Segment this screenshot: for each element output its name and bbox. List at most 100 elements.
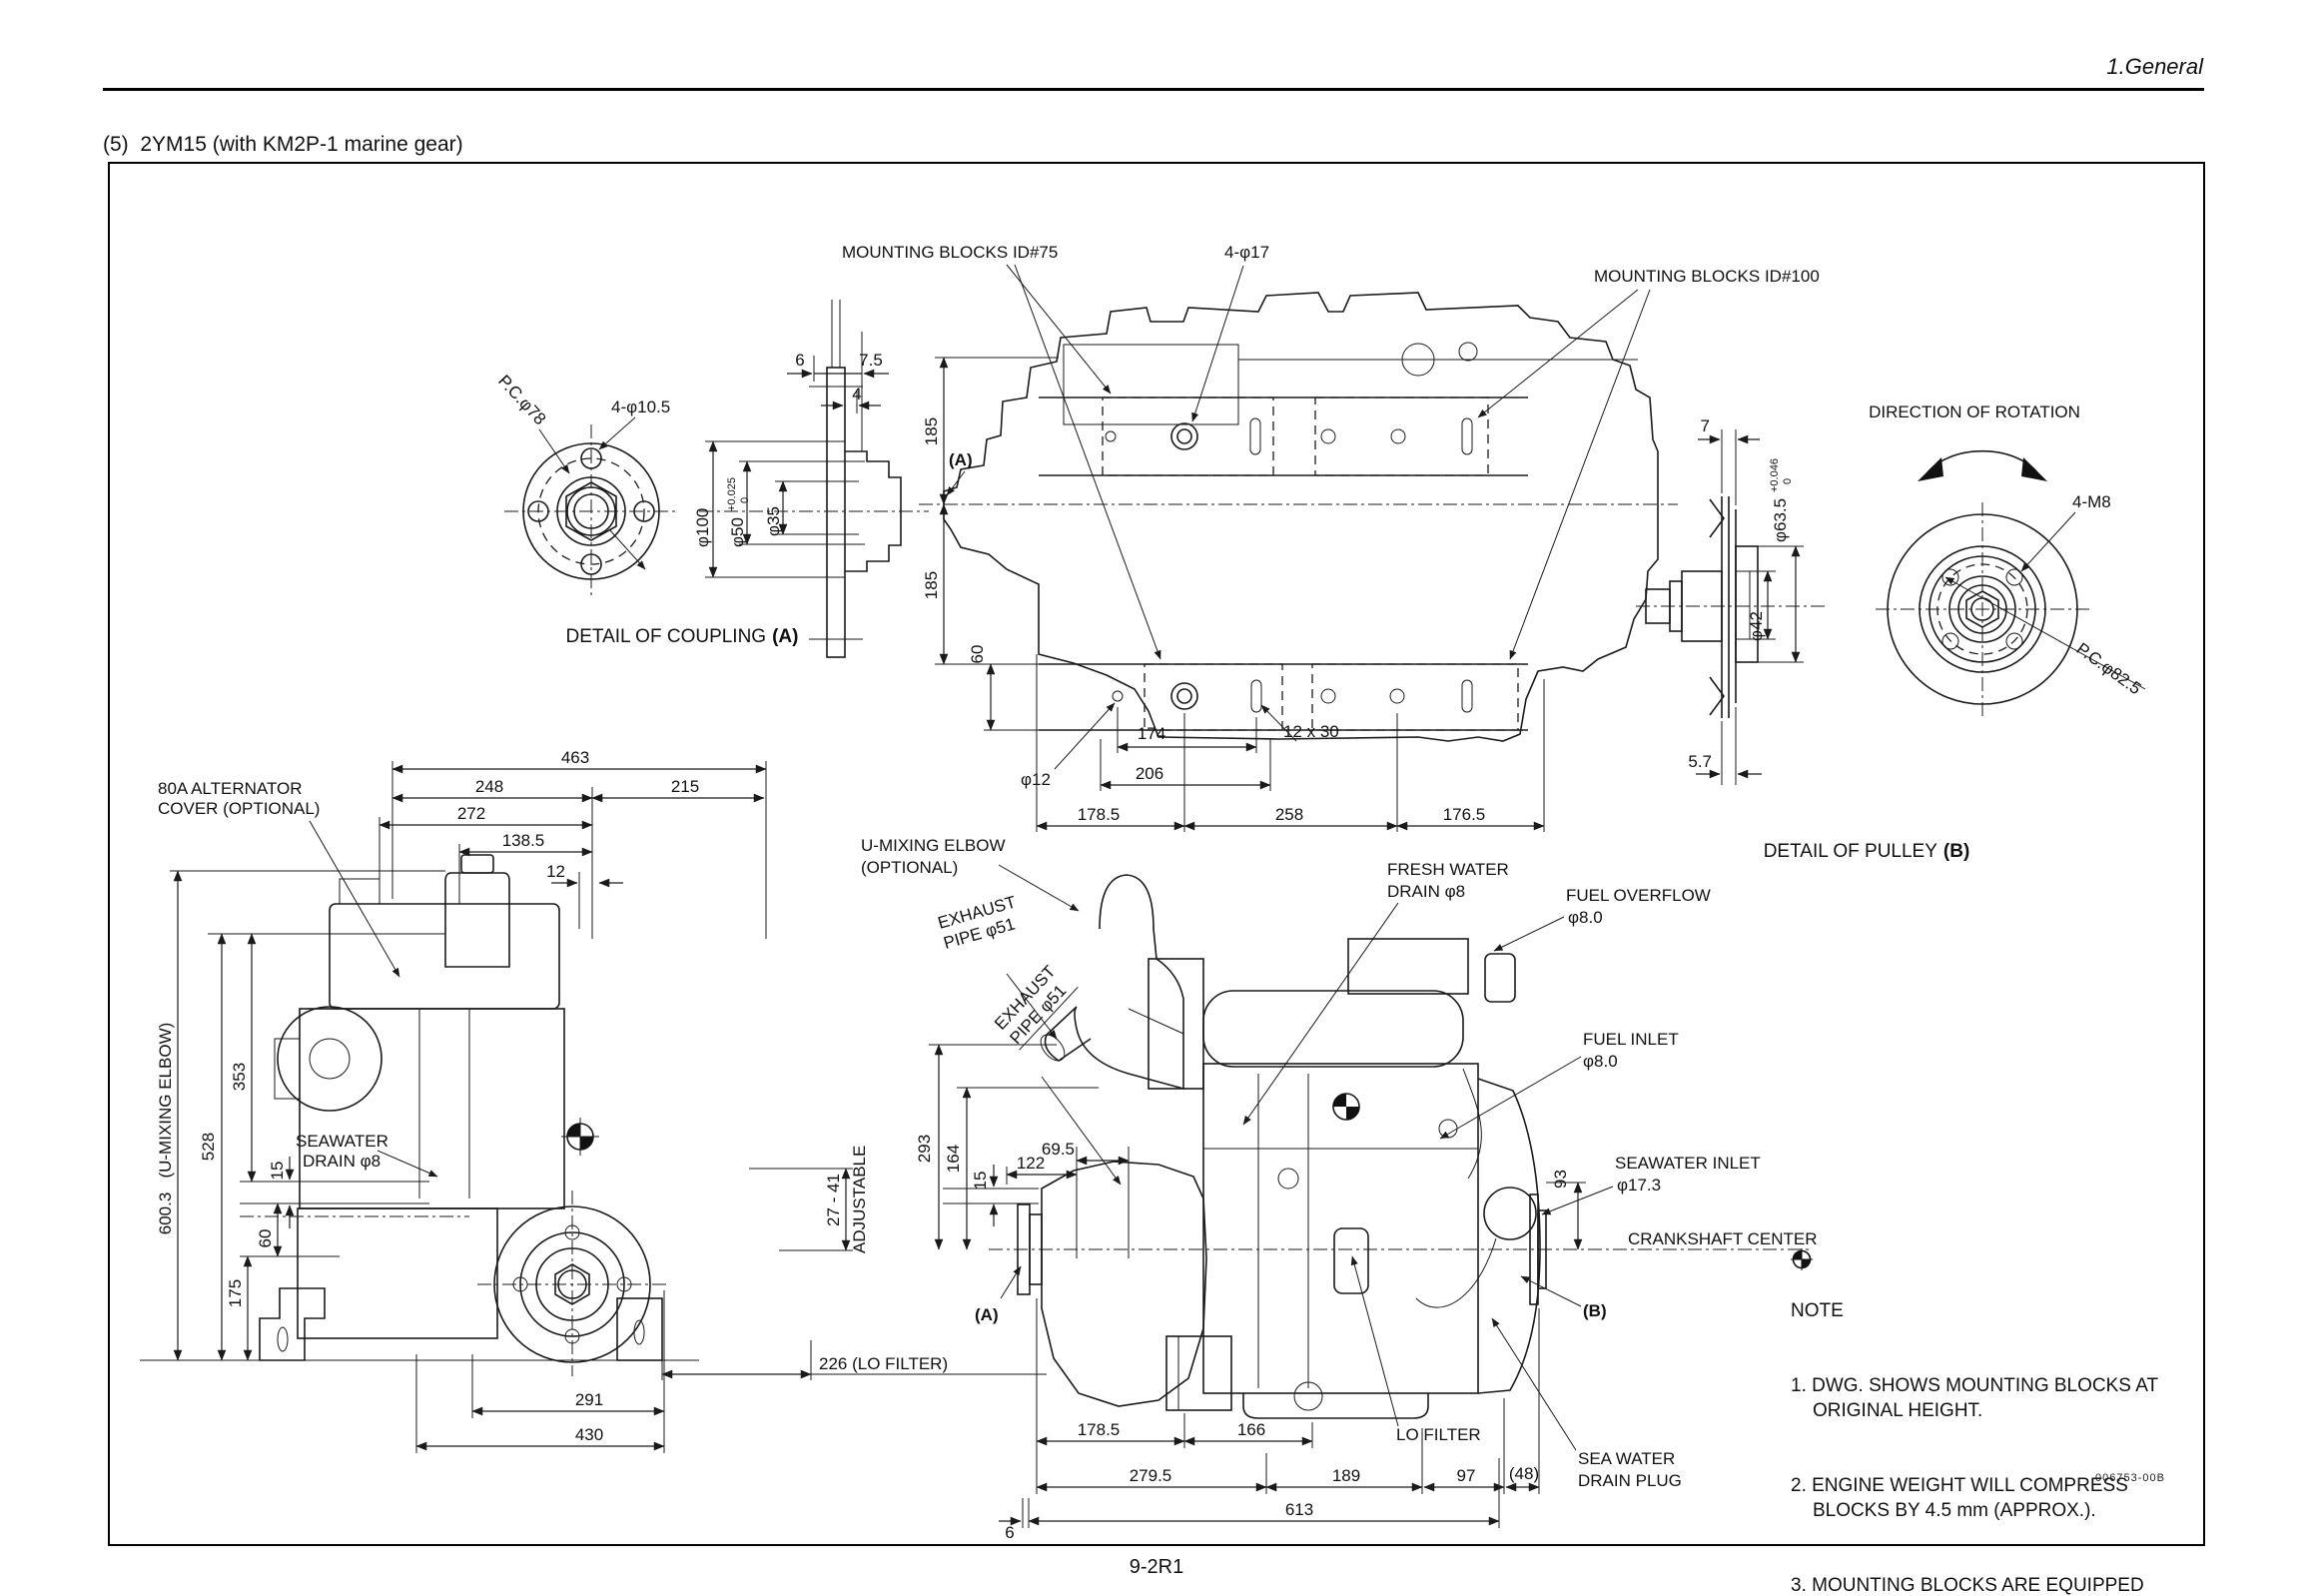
front-dim-175: 175 xyxy=(226,1279,245,1307)
lo-filter-label: LO FILTER xyxy=(1396,1425,1481,1444)
side-dim-6: 6 xyxy=(1005,1523,1014,1542)
front-dim-430: 430 xyxy=(575,1425,603,1444)
fuel-inlet-label-2: φ8.0 xyxy=(1583,1052,1618,1071)
side-dim-164: 164 xyxy=(944,1145,963,1173)
direction-of-rotation-label: DIRECTION OF ROTATION xyxy=(1869,402,2080,421)
coupling-front-view: P.C.φ78 4-φ10.5 xyxy=(494,372,678,598)
crankshaft-center-label: CRANKSHAFT CENTER xyxy=(1628,1229,1818,1248)
pulley-dim-63-5: φ63.5 xyxy=(1771,498,1790,542)
side-dim-97: 97 xyxy=(1457,1466,1476,1485)
plan-dim-258: 258 xyxy=(1275,805,1303,824)
alternator-label-1: 80A ALTERNATOR xyxy=(158,779,303,798)
sea-water-drain-plug-label-2: DRAIN PLUG xyxy=(1578,1471,1682,1490)
center-of-gravity-icon xyxy=(1791,1248,1813,1270)
plan-dim-174: 174 xyxy=(1138,724,1165,743)
pulley-caption: DETAIL OF PULLEY(B) xyxy=(1764,841,1970,862)
drawing-frame xyxy=(108,162,2205,1546)
front-dim-226-lo-filter: 226 (LO FILTER) xyxy=(819,1354,948,1373)
seawater-inlet-label-2: φ17.3 xyxy=(1617,1176,1661,1195)
pulley-dim-63-tol-u: +0.046 xyxy=(1769,458,1781,492)
drawing-number: 006753-00B xyxy=(2095,1472,2165,1484)
engine-plan-view: MOUNTING BLOCKS ID#75 4-φ17 MOUNTING BLO… xyxy=(842,243,1820,832)
side-dim-178-5: 178.5 xyxy=(1078,1420,1121,1439)
front-dim-272: 272 xyxy=(457,804,485,823)
side-dim-613: 613 xyxy=(1285,1500,1313,1519)
plan-dim-185a: 185 xyxy=(922,417,941,445)
pulley-dim-63-tol-l: 0 xyxy=(1782,478,1794,484)
front-dim-528: 528 xyxy=(199,1133,218,1161)
side-dim-69-5: 69.5 xyxy=(1042,1140,1075,1159)
side-dim-93: 93 xyxy=(1551,1170,1570,1189)
plan-dim-206: 206 xyxy=(1136,764,1163,783)
center-of-gravity-symbol xyxy=(561,1118,599,1156)
side-ref-b: (B) xyxy=(1583,1301,1607,1320)
coupling-dim-100: φ100 xyxy=(693,508,712,547)
front-adjustable-label: ADJUSTABLE xyxy=(850,1146,869,1253)
plan-dim-185b: 185 xyxy=(922,571,941,599)
fuel-overflow-label-2: φ8.0 xyxy=(1568,908,1603,927)
plan-dim-178-5: 178.5 xyxy=(1078,805,1121,824)
front-dim-60: 60 xyxy=(256,1229,275,1248)
plan-dim-phi12: φ12 xyxy=(1021,770,1051,789)
fuel-inlet-label-1: FUEL INLET xyxy=(1583,1030,1679,1049)
front-dim-291: 291 xyxy=(575,1390,603,1409)
front-dim-353: 353 xyxy=(230,1063,249,1091)
side-dim-279-5: 279.5 xyxy=(1130,1466,1172,1485)
side-dim-122: 122 xyxy=(1017,1154,1045,1173)
coupling-caption: DETAIL OF COUPLING(A) xyxy=(566,626,799,647)
coupling-pc-label: P.C.φ78 xyxy=(494,372,549,428)
side-dim-293: 293 xyxy=(915,1135,934,1163)
side-dim-189: 189 xyxy=(1332,1466,1360,1485)
pulley-front-view: DIRECTION OF ROTATION 4-M8 P.C.φ82.5 DET… xyxy=(1764,402,2146,862)
side-ref-a: (A) xyxy=(975,1305,999,1324)
plan-ref-a: (A) xyxy=(949,450,973,469)
pulley-dim-42: φ42 xyxy=(1747,611,1766,641)
front-dim-600-3: 600.3 (U-MIXING ELBOW) xyxy=(156,1023,175,1235)
mounting-blocks-75-label: MOUNTING BLOCKS ID#75 xyxy=(842,243,1058,262)
coupling-holes-label: 4-φ10.5 xyxy=(611,398,670,416)
seawater-drain-label-1: SEAWATER xyxy=(296,1132,388,1151)
sea-water-drain-plug-label-1: SEA WATER xyxy=(1578,1449,1675,1468)
alternator-label-2: COVER (OPTIONAL) xyxy=(158,799,320,818)
front-dim-215: 215 xyxy=(671,777,699,796)
coupling-dim-50-tol-u: +0.025 xyxy=(726,477,738,511)
note-item-3: 3. MOUNTING BLOCKS ARE EQUIPPEDFOR STAND… xyxy=(1791,1575,2144,1596)
front-dim-138-5: 138.5 xyxy=(502,831,545,850)
fresh-water-drain-label-1: FRESH WATER xyxy=(1387,860,1509,879)
engine-front-view: 80A ALTERNATOR COVER (OPTIONAL) SEAWATER… xyxy=(140,748,1047,1453)
header-rule xyxy=(103,88,2204,91)
front-dim-12: 12 xyxy=(546,862,565,881)
coupling-dim-6: 6 xyxy=(795,351,804,370)
side-dim-48: (48) xyxy=(1509,1464,1539,1483)
u-mixing-elbow-label-1: U-MIXING ELBOW xyxy=(861,836,1006,855)
coupling-dim-7-5: 7.5 xyxy=(859,351,883,370)
seawater-inlet-label-1: SEAWATER INLET xyxy=(1615,1154,1761,1173)
fresh-water-drain-label-2: DRAIN φ8 xyxy=(1387,882,1465,901)
coupling-dim-50-tol-l: 0 xyxy=(739,497,751,503)
u-mixing-elbow-label-2: (OPTIONAL) xyxy=(861,858,958,877)
plan-dim-slot: 12 x 30 xyxy=(1283,722,1339,741)
front-dim-248: 248 xyxy=(475,777,503,796)
chapter-header: 1.General xyxy=(2106,54,2203,79)
pulley-bolts-label: 4-M8 xyxy=(2072,492,2111,511)
holes-4x17-label: 4-φ17 xyxy=(1224,243,1269,262)
coupling-side-view: 6 7.5 4 φ100 φ50 +0.025 0 xyxy=(566,300,929,658)
side-dim-15: 15 xyxy=(971,1172,990,1191)
engine-side-view: U-MIXING ELBOW (OPTIONAL) EXHAUST PIPE φ… xyxy=(861,836,1818,1542)
page-number: 9-2R1 xyxy=(1129,1556,1184,1578)
page-title: (5) 2YM15 (with KM2P-1 marine gear) xyxy=(103,133,463,156)
front-dim-15: 15 xyxy=(268,1162,287,1181)
mounting-blocks-100-label: MOUNTING BLOCKS ID#100 xyxy=(1594,267,1820,286)
coupling-dim-4: 4 xyxy=(852,385,861,403)
side-dim-166: 166 xyxy=(1237,1420,1265,1439)
plan-dim-176-5: 176.5 xyxy=(1443,805,1486,824)
pulley-pc-label: P.C.φ82.5 xyxy=(2073,639,2145,698)
pulley-dim-7: 7 xyxy=(1701,416,1710,435)
fuel-overflow-label-1: FUEL OVERFLOW xyxy=(1566,886,1711,905)
front-dim-27-41: 27 - 41 xyxy=(824,1174,843,1226)
